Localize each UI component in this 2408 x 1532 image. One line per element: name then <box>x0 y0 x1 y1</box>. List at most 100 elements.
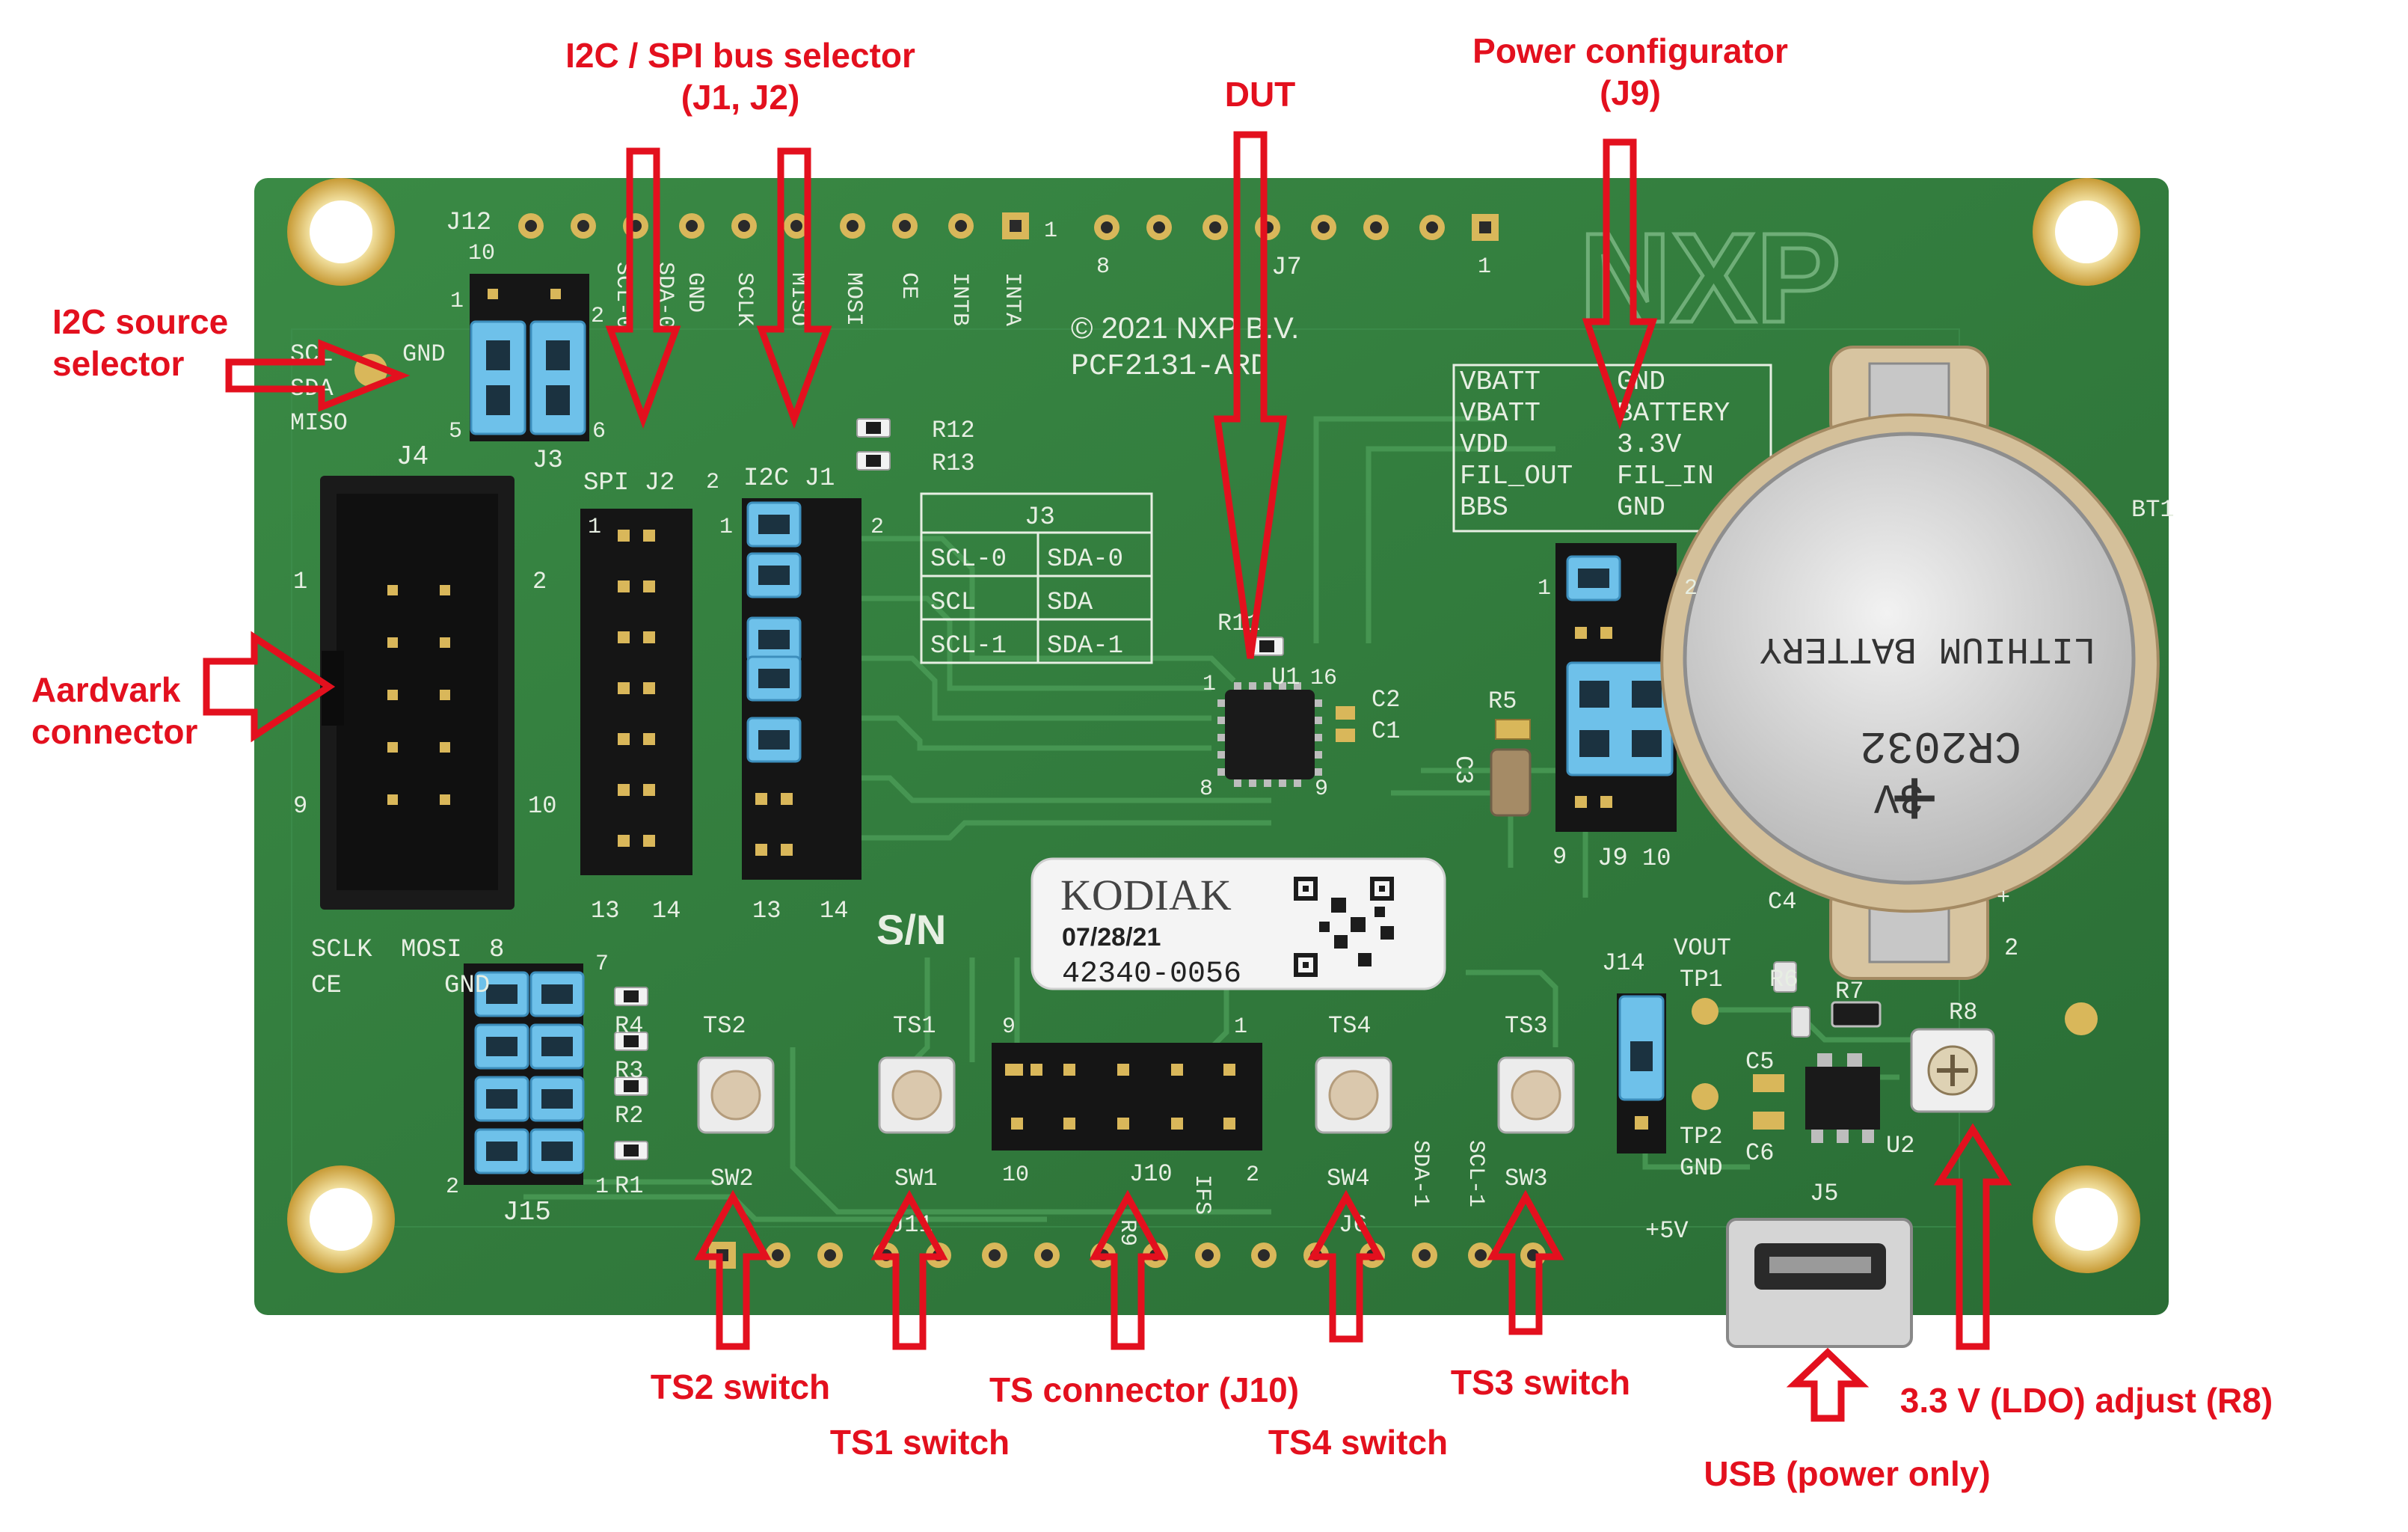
silk-j14: J14 <box>1602 949 1645 977</box>
silk-sw4: SW4 <box>1327 1165 1370 1192</box>
silk-j10-name: J10 <box>1129 1160 1173 1188</box>
arrow-usb <box>1786 1347 1870 1422</box>
sn-label: S/N <box>876 906 946 953</box>
silk-bt1: BT1 <box>2131 496 2175 524</box>
silk-j9-pin9: 9 <box>1552 843 1567 871</box>
callout-power-config-line2: (J9) <box>1600 73 1661 112</box>
silk-j4-bottom-3: CE <box>311 972 342 1000</box>
silk-r3: R3 <box>615 1057 643 1085</box>
callout-ts-connector: TS connector (J10) <box>972 1369 1316 1411</box>
silk-j4-bottom-0: SCLK <box>311 936 372 964</box>
silk-j10-pin2: 2 <box>1246 1162 1259 1188</box>
silk-j1-name: I2C J1 <box>743 465 835 493</box>
silk-c3: C3 <box>1449 756 1477 784</box>
arrow-i2c-source <box>225 339 411 412</box>
silk-u1-pin9: 9 <box>1315 776 1328 802</box>
callout-dut: DUT <box>1211 73 1309 115</box>
header-j7 <box>1094 214 1499 241</box>
j3-table-2-0: SCL-1 <box>930 632 1007 661</box>
silk-j15-pin1: 1 <box>595 1174 609 1200</box>
callout-ts3-text: TS3 switch <box>1450 1363 1631 1402</box>
callout-ts4: TS4 switch <box>1253 1421 1463 1463</box>
callout-ts3: TS3 switch <box>1436 1361 1645 1403</box>
potentiometer-r8 <box>1910 1028 1995 1113</box>
arrow-j2 <box>605 147 681 429</box>
silk-tp2: TP2 <box>1680 1123 1723 1150</box>
callout-bus-selector-line2: (J1, J2) <box>681 78 800 117</box>
silk-ifs: IFS <box>1189 1174 1214 1215</box>
silk-j12-pin-5: MOSI <box>841 272 866 326</box>
callout-aardvark-line2: connector <box>31 712 198 751</box>
label-date: 07/28/21 <box>1062 923 1161 952</box>
silk-j12-pin-8: INTA <box>999 272 1025 326</box>
arrow-ts2 <box>694 1189 772 1350</box>
battery-voltage: 3V <box>1873 773 1924 821</box>
usb-connector-j5 <box>1726 1218 1913 1348</box>
j3-table-1-0: SCL <box>930 589 976 617</box>
silk-j12-pin-3: SCLK <box>731 272 757 326</box>
silk-j4-bottom-2: 8 <box>489 936 504 964</box>
label-brand: KODIAK <box>1060 871 1232 919</box>
silk-j4-pin9: 9 <box>293 792 307 820</box>
silk-j7-pin1: 1 <box>1478 254 1491 280</box>
callout-power-config-line1: Power configurator <box>1472 31 1788 70</box>
battery-plus: + <box>1891 752 1938 844</box>
aardvark-connector-j4 <box>320 476 515 910</box>
j9-table-0-1: GND <box>1617 367 1665 397</box>
arrow-j9 <box>1582 138 1658 430</box>
test-point-tp1 <box>1692 998 1719 1025</box>
j9-table-2-0: VDD <box>1460 429 1508 460</box>
j9-table-3-0: FIL_OUT <box>1460 461 1573 491</box>
callout-ts1: TS1 switch <box>815 1421 1025 1463</box>
silk-r9: R9 <box>1114 1219 1140 1246</box>
j3-table-2-1: SDA-1 <box>1047 632 1123 661</box>
i2c-header-j1 <box>742 498 861 880</box>
silk-bt1-pin2: 2 <box>2004 934 2018 962</box>
silk-r4: R4 <box>615 1012 643 1040</box>
silk-sw3: SW3 <box>1505 1165 1548 1192</box>
silk-j3-side-2: MISO <box>290 409 348 437</box>
silk-sw2: SW2 <box>710 1165 754 1192</box>
spi-header-j2 <box>580 509 692 875</box>
silk-j2-pin13: 13 <box>591 897 619 925</box>
silk-j15-pin2: 2 <box>446 1174 459 1200</box>
silk-j1-pin2: 2 <box>870 515 884 540</box>
j3-table-0-1: SDA-0 <box>1047 545 1123 574</box>
silk-r1: R1 <box>615 1172 643 1200</box>
silk-j3-pin6: 6 <box>592 419 606 444</box>
silk-u1-pin1: 1 <box>1203 672 1216 697</box>
silk-c6: C6 <box>1745 1139 1774 1167</box>
silk-c1: C1 <box>1372 717 1400 745</box>
silk-j12-pin1: 1 <box>1044 218 1057 244</box>
battery-model: CR2032 <box>1860 719 2021 770</box>
silk-j1-pin14: 14 <box>820 897 848 925</box>
silk-j1-pin1: 1 <box>719 515 733 540</box>
j9-table-3-1: FIL_IN <box>1617 461 1714 491</box>
silk-j9-pin1: 1 <box>1538 576 1551 601</box>
silk-bt1-plus: + <box>1997 886 2010 911</box>
silk-j2-pin2: 2 <box>706 470 719 495</box>
silk-c2: C2 <box>1372 686 1400 714</box>
dut-chip-u1 <box>1217 682 1322 787</box>
annotation-arrows <box>203 131 2012 1422</box>
silk-tp1: TP1 <box>1680 966 1723 993</box>
callout-power-config: Power configurator (J9) <box>1451 30 1810 114</box>
silk-j12-pin: 10 <box>468 241 495 266</box>
silk-j9-pin2: 2 <box>1684 576 1698 601</box>
silk-j7-name: J7 <box>1271 254 1302 282</box>
battery-kind: LITHIUM BATTERY <box>1760 627 2096 670</box>
silk-j2-name: SPI J2 <box>583 469 675 497</box>
silk-j4-pin2: 2 <box>532 568 547 595</box>
silk-j4-name: J4 <box>396 441 429 472</box>
j3-table-1-1: SDA <box>1047 589 1093 617</box>
header-j12 <box>518 212 1029 239</box>
callout-i2c-source-line1: I2C source <box>52 302 229 341</box>
j9-table-4-1: GND <box>1617 492 1665 523</box>
arrow-j1 <box>756 147 832 429</box>
silk-j12-pin-7: INTB <box>947 272 972 326</box>
silk-sda1: SDA-1 <box>1407 1140 1433 1207</box>
ts-connector-j10 <box>992 1043 1262 1150</box>
silk-r6: R6 <box>1769 966 1798 993</box>
silk-j7-pin8: 8 <box>1096 254 1110 280</box>
